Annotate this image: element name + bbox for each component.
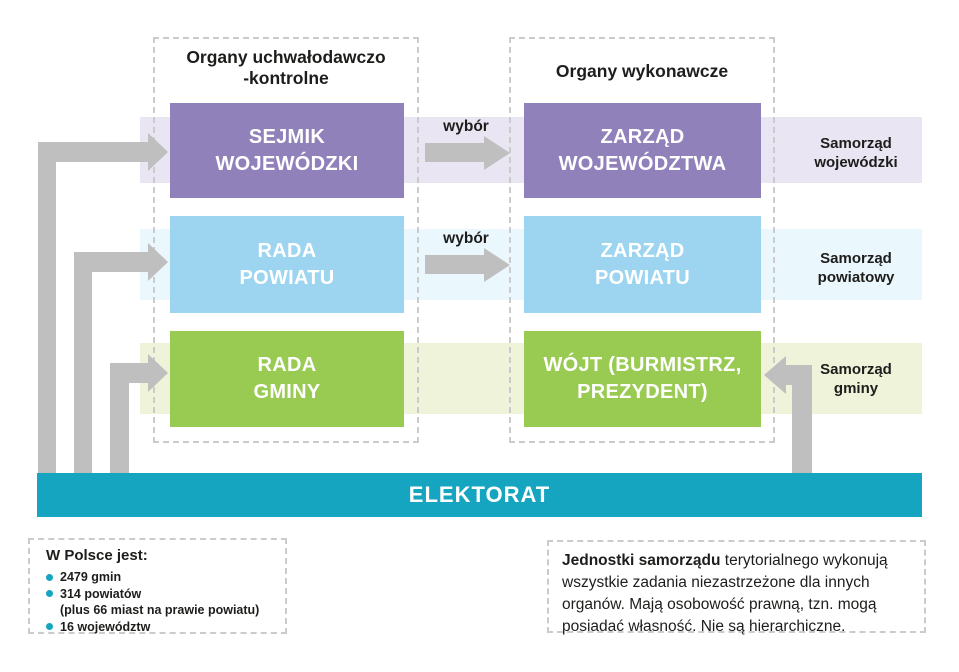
zarzad-powiatu-label-line2: POWIATU	[594, 266, 691, 289]
legislative-panel-title: Organy uchwałodawczo -kontrolne	[153, 47, 419, 89]
rada-gminy-box: RADA GMINY	[170, 331, 404, 427]
stats-item-wojewodztwa: 16 województw	[46, 619, 279, 636]
stats-item-gminy: 2479 gmin	[46, 569, 279, 586]
legislative-panel-title-line1: Organy uchwałodawczo	[186, 47, 386, 67]
stats-item-powiaty: 314 powiatów	[46, 586, 279, 603]
sejmik-wojewodzki-label-line2: WOJEWÓDZKI	[215, 152, 359, 175]
elektorat-to-wojt-arrow-stem	[792, 365, 812, 473]
note-panel: Jednostki samorządu terytorialnego wykon…	[547, 540, 926, 635]
zarzad-wojewodztwa-label-line2: WOJEWÓDZTWA	[558, 152, 727, 175]
note-text: terytorialnego wykonują wszystkie zadani…	[562, 552, 888, 635]
wybor-arrow-row1-shaft	[425, 143, 484, 162]
samorzad-wojewodzki-label: Samorząd wojewódzki	[814, 135, 898, 171]
bullet-icon	[46, 573, 53, 581]
elektorat-to-sejmik-arrow-stem	[38, 142, 56, 473]
elektorat-bar: ELEKTORAT	[37, 473, 922, 517]
sejmik-wojewodzki-label-line1: SEJMIK	[248, 125, 326, 148]
bullet-icon	[46, 623, 53, 631]
wojt-label-line2: PREZYDENT)	[577, 381, 708, 403]
elektorat-to-sejmik-arrow-shaft	[38, 142, 148, 162]
elektorat-to-rada-powiatu-arrow-shaft	[74, 252, 148, 272]
rada-powiatu-label-line2: POWIATU	[239, 266, 335, 289]
executive-organs-panel	[509, 37, 775, 443]
legislative-panel-title-line2: -kontrolne	[243, 68, 329, 88]
elektorat-to-sejmik-arrowhead-icon	[148, 133, 168, 171]
elektorat-to-rada-powiatu-arrowhead-icon	[148, 243, 168, 281]
wybor-label-row2: wybór	[443, 230, 489, 247]
note-bold-text: Jednostki samorządu	[562, 552, 721, 569]
executive-panel-title: Organy wykonawcze	[555, 61, 729, 81]
elektorat-to-rada-gminy-arrowhead-icon	[148, 354, 168, 392]
samorzad-gminy-label: Samorząd gminy	[820, 361, 892, 397]
zarzad-powiatu-label-line1: ZARZĄD	[600, 239, 685, 262]
rada-gminy-label-line1: RADA	[257, 354, 317, 376]
elektorat-to-wojt-arrow-shaft	[786, 365, 812, 385]
elektorat-to-wojt-arrowhead-icon	[764, 356, 786, 394]
stats-item-powiaty-note: (plus 66 miast na prawie powiatu)	[60, 603, 260, 617]
elektorat-to-rada-gminy-arrow-stem	[110, 363, 129, 473]
wojt-label-line1: WÓJT (BURMISTRZ,	[543, 354, 742, 376]
wybor-arrow-row2-head-icon	[484, 248, 510, 282]
wybor-label-row1: wybór	[443, 118, 489, 135]
wojt-box: WÓJT (BURMISTRZ, PREZYDENT)	[524, 331, 761, 427]
stats-panel: W Polsce jest: 2479 gmin 314 powiatów (p…	[28, 538, 287, 634]
elektorat-to-rada-powiatu-arrow-stem	[74, 252, 92, 473]
wybor-arrow-row2-shaft	[425, 255, 484, 274]
rada-powiatu-box: RADA POWIATU	[170, 216, 404, 313]
samorzad-powiatowy-label: Samorząd powiatowy	[817, 250, 895, 286]
bullet-icon	[46, 590, 53, 598]
zarzad-powiatu-box: ZARZĄD POWIATU	[524, 216, 761, 313]
rada-gminy-label-line2: GMINY	[253, 381, 321, 403]
zarzad-wojewodztwa-label-line1: ZARZĄD	[600, 125, 685, 148]
stats-title: W Polsce jest:	[46, 547, 148, 564]
rada-powiatu-label-line1: RADA	[257, 239, 317, 262]
elektorat-to-rada-gminy-arrow-shaft	[110, 363, 148, 383]
zarzad-wojewodztwa-box: ZARZĄD WOJEWÓDZTWA	[524, 103, 761, 198]
legislative-organs-panel	[153, 37, 419, 443]
sejmik-wojewodzki-box: SEJMIK WOJEWÓDZKI	[170, 103, 404, 198]
wybor-arrow-row1-head-icon	[484, 136, 510, 170]
